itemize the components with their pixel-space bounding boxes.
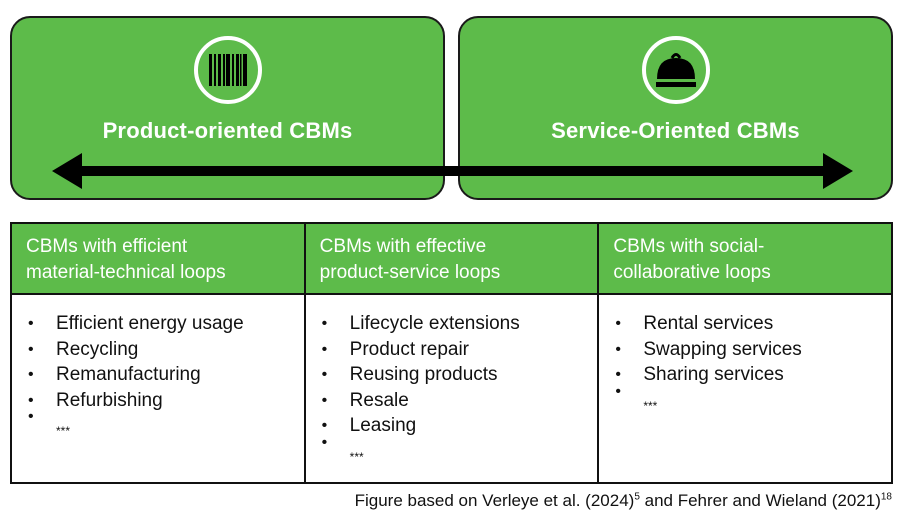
barcode-icon	[193, 36, 262, 104]
bullet-list: Lifecycle extensions Product repair Reus…	[320, 311, 598, 471]
column-material-technical: CBMs with efficient material-technical l…	[12, 224, 306, 482]
list-item: Recycling	[26, 337, 304, 363]
column-body: Lifecycle extensions Product repair Reus…	[306, 295, 598, 482]
list-item-more: ***	[613, 386, 891, 420]
list-item-more: ***	[320, 437, 598, 471]
column-header: CBMs with efficient material-technical l…	[12, 224, 304, 295]
column-body: Rental services Swapping services Sharin…	[599, 295, 891, 482]
list-item: Remanufacturing	[26, 362, 304, 388]
figure-caption: Figure based on Verleye et al. (2024)5 a…	[354, 491, 892, 510]
column-body: Efficient energy usage Recycling Remanuf…	[12, 295, 304, 482]
list-item: Lifecycle extensions	[320, 311, 598, 337]
column-product-service: CBMs with effective product-service loop…	[305, 224, 600, 482]
list-item: Refurbishing	[26, 388, 304, 414]
list-item: Sharing services	[613, 362, 891, 388]
footnote-ref: 5	[634, 491, 640, 503]
double-arrow-icon	[52, 153, 853, 189]
column-header: CBMs with effective product-service loop…	[305, 224, 598, 295]
list-item-more: ***	[26, 411, 304, 445]
list-item: Efficient energy usage	[26, 311, 304, 337]
list-item: Product repair	[320, 337, 598, 363]
product-oriented-title: Product-oriented CBMs	[102, 118, 353, 143]
column-social-collaborative: CBMs with social- collaborative loops Re…	[599, 224, 892, 482]
list-item: Rental services	[613, 311, 891, 337]
footnote-ref: 18	[880, 491, 892, 503]
list-item: Resale	[320, 388, 598, 414]
list-item: Leasing	[320, 413, 598, 439]
cbm-categories-table: CBMs with efficient material-technical l…	[10, 222, 893, 484]
service-oriented-title: Service-Oriented CBMs	[551, 118, 800, 143]
list-item: Reusing products	[320, 362, 598, 388]
cloche-icon	[641, 36, 710, 104]
bullet-list: Efficient energy usage Recycling Remanuf…	[26, 311, 304, 445]
list-item: Swapping services	[613, 337, 891, 363]
bullet-list: Rental services Swapping services Sharin…	[613, 311, 891, 420]
column-header: CBMs with social- collaborative loops	[599, 224, 892, 295]
